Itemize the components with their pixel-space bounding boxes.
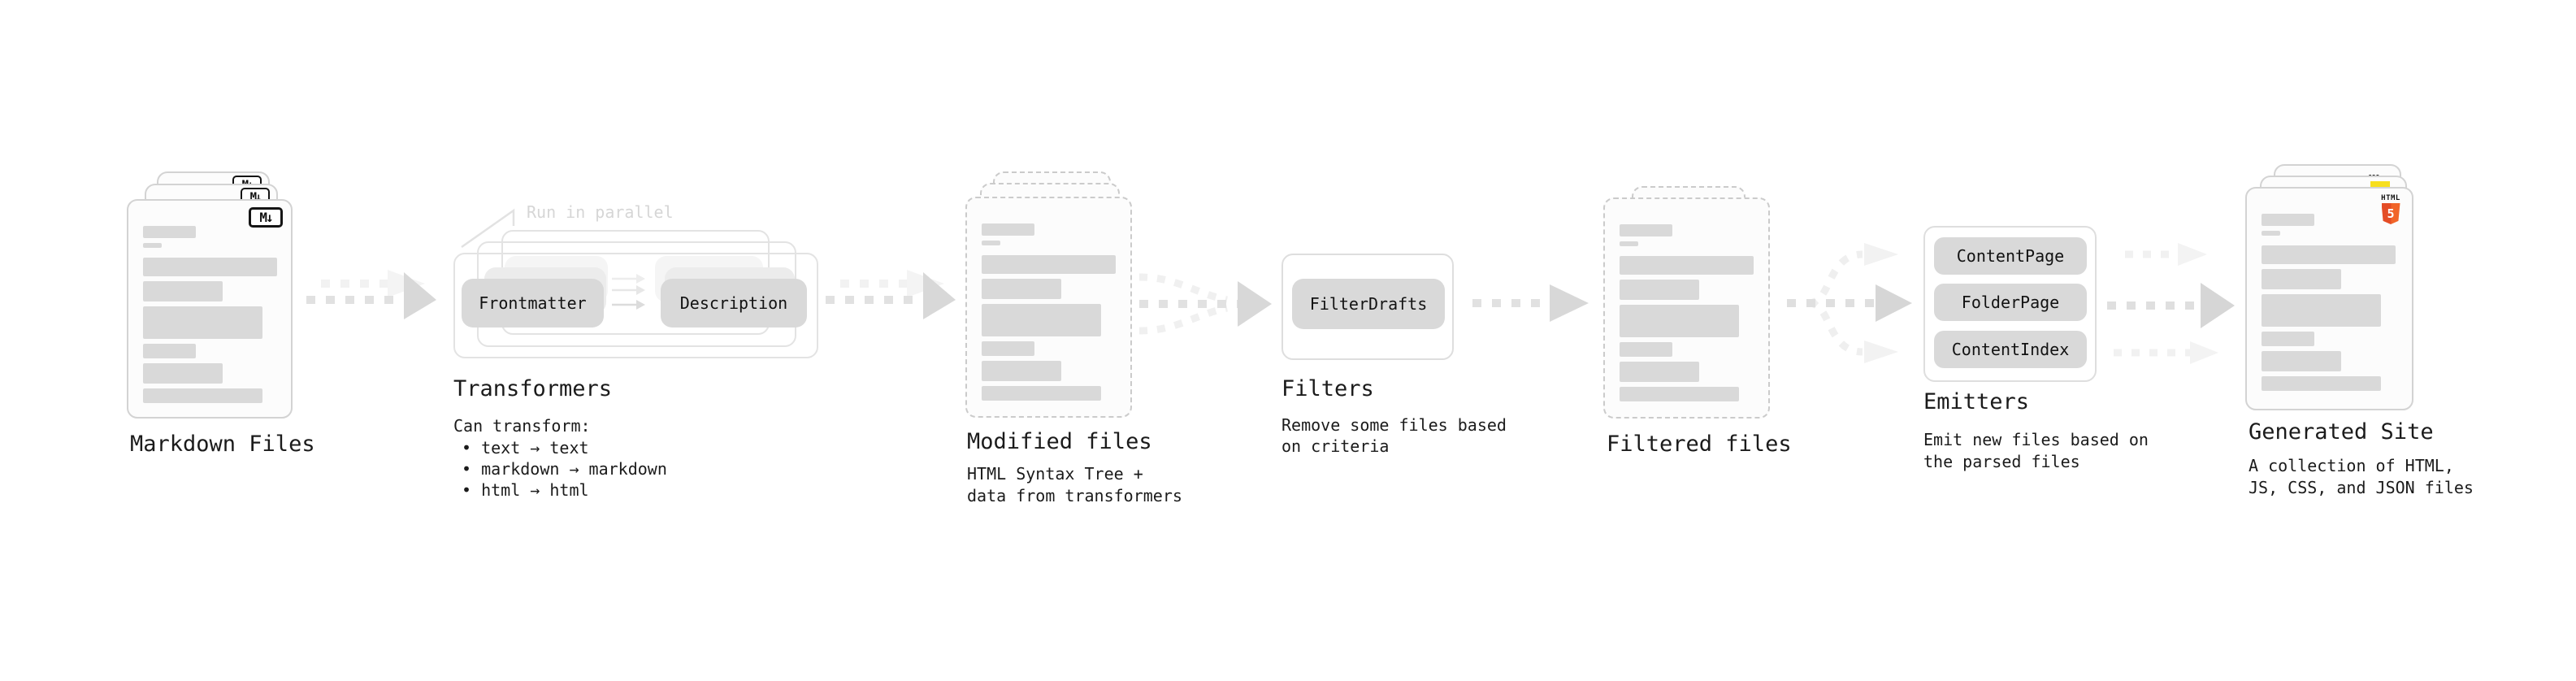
content-bar: [143, 281, 223, 301]
emitters-desc-line: the parsed files: [1923, 452, 2080, 471]
content-bar: [982, 361, 1061, 381]
html5-shield: 5: [2381, 203, 2400, 224]
flow-arrow-modified-to-filters: [1138, 273, 1272, 335]
html5-word: HTML: [2381, 194, 2400, 202]
annotation-callout-line: [461, 208, 515, 249]
html5-number: 5: [2387, 206, 2395, 221]
content-bar: [2262, 214, 2314, 226]
transform-bullet: • text → text: [462, 438, 589, 458]
flow-arrow-filtered-to-emitters: [1787, 243, 1912, 363]
stage-label-emitters: Emitters: [1923, 389, 2030, 414]
markdown-icon: M↓: [249, 207, 283, 228]
stage-label-modified-files: Modified files: [967, 429, 1152, 454]
content-bar: [2262, 245, 2396, 264]
content-bar: [1620, 362, 1699, 382]
content-bar: [1620, 305, 1739, 337]
content-bar: [143, 258, 277, 276]
content-bar: [2262, 231, 2280, 236]
content-bar: [1620, 280, 1699, 300]
stage-label-markdown-files: Markdown Files: [130, 432, 315, 457]
content-bar: [2262, 269, 2341, 289]
run-in-parallel-annotation: Run in parallel: [527, 202, 674, 222]
content-bar: [982, 223, 1034, 236]
content-bar: [2262, 294, 2381, 327]
site-file-card-html: HTML 5: [2245, 187, 2413, 410]
filters-desc-line: Remove some files based: [1281, 415, 1507, 435]
content-bar: [143, 243, 162, 248]
modified-file-card-front: [965, 197, 1132, 418]
content-bar: [2262, 351, 2341, 371]
content-bar: [982, 241, 1000, 245]
modified-files-desc-line: HTML Syntax Tree +: [967, 464, 1143, 484]
filtered-file-card-front: [1603, 197, 1770, 419]
generated-site-desc-line: JS, CSS, and JSON files: [2249, 478, 2474, 497]
content-bar: [143, 226, 196, 238]
emitter-box-folderpage: FolderPage: [1934, 284, 2087, 321]
html5-icon: HTML 5: [2379, 194, 2402, 224]
parallel-mini-arrows: [612, 274, 645, 310]
content-bar: [1620, 387, 1739, 401]
flow-arrow-emitters-to-site: [2107, 243, 2235, 364]
content-bar: [982, 255, 1116, 274]
flow-arrow-filters-to-filtered: [1472, 284, 1589, 322]
filters-desc-line: on criteria: [1281, 436, 1390, 456]
transformer-box-description: Description: [661, 279, 807, 327]
filter-box-filterdrafts: FilterDrafts: [1292, 279, 1445, 329]
content-bar: [1620, 256, 1754, 275]
transform-bullet: • html → html: [462, 480, 589, 500]
generated-site-desc-line: A collection of HTML,: [2249, 456, 2454, 475]
emitter-box-contentindex: ContentIndex: [1934, 331, 2087, 368]
emitters-desc-line: Emit new files based on: [1923, 430, 2149, 449]
content-bar: [2262, 332, 2314, 346]
content-bar: [143, 363, 223, 384]
flow-arrow-markdown-to-transformers: [306, 270, 436, 319]
emitter-box-contentpage: ContentPage: [1934, 237, 2087, 275]
stage-label-transformers: Transformers: [453, 376, 613, 401]
modified-files-desc-line: data from transformers: [967, 486, 1182, 505]
transformer-run-outline-front: [453, 253, 818, 358]
content-bar: [982, 304, 1101, 336]
content-bar: [1620, 342, 1672, 357]
content-bar: [2262, 376, 2381, 391]
content-bar: [982, 386, 1101, 401]
content-bar: [143, 388, 262, 403]
stage-label-generated-site: Generated Site: [2249, 419, 2434, 445]
content-bar: [982, 341, 1034, 356]
content-bar: [1620, 224, 1672, 236]
transform-bullet: • markdown → markdown: [462, 459, 667, 479]
flow-arrow-transformers-to-modified: [826, 270, 956, 319]
stage-label-filtered-files: Filtered files: [1607, 432, 1792, 457]
transformer-box-frontmatter: Frontmatter: [462, 279, 604, 327]
content-bar: [143, 344, 196, 358]
markdown-file-card-front: M↓: [127, 199, 293, 419]
stage-label-filters: Filters: [1281, 376, 1374, 401]
content-bar: [1620, 241, 1638, 246]
content-bar: [982, 279, 1061, 299]
content-bar: [143, 306, 262, 339]
can-transform-title: Can transform:: [453, 416, 591, 436]
